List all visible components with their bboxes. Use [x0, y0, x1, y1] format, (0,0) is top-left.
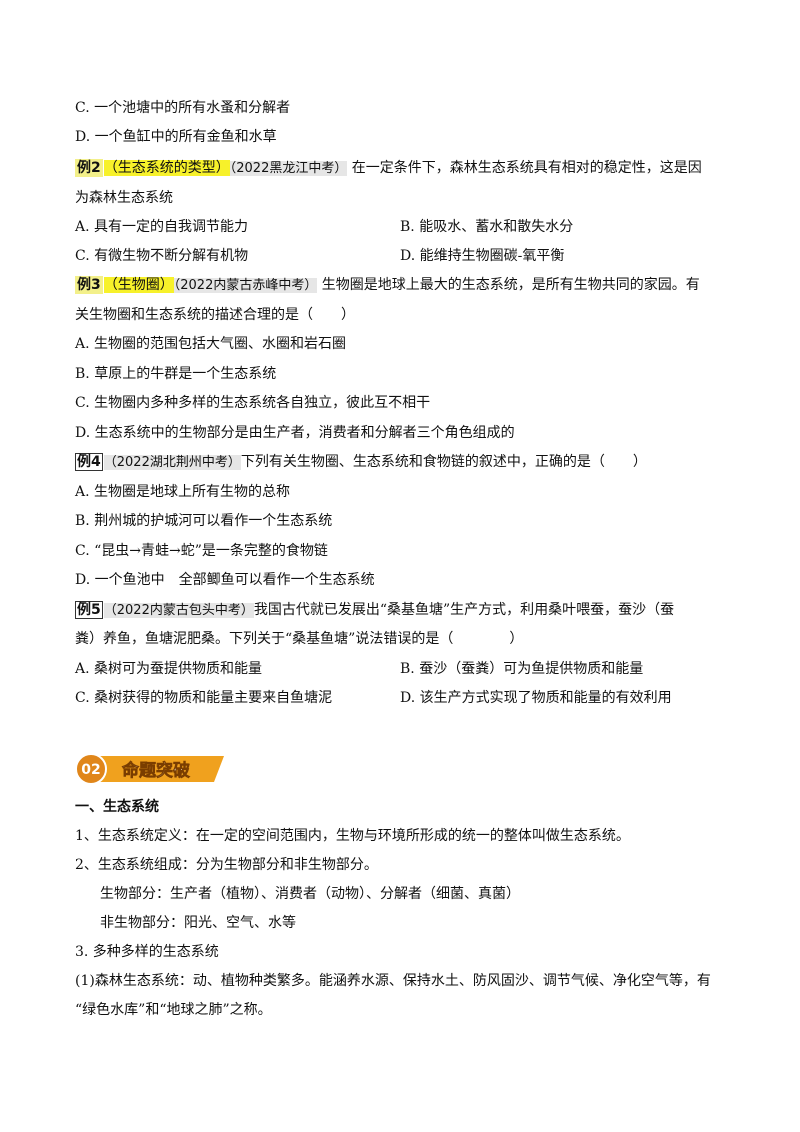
option-b: B. 荆州城的护城河可以看作一个生态系统: [75, 513, 333, 529]
option-d: D. 一个鱼缸中的所有金鱼和水草: [75, 129, 277, 145]
option-a: A. 桑树可为蚕提供物质和能量: [75, 661, 263, 677]
option-c: C. 一个池塘中的所有水蚤和分解者: [75, 100, 291, 116]
section-heading: 一、生态系统: [75, 799, 159, 815]
example-number: 例4: [75, 453, 103, 471]
paragraph: 生物部分：生产者（植物）、消费者（动物）、分解者（细菌、真菌）: [100, 886, 520, 902]
example-number: 例5: [75, 601, 103, 619]
option-a: A. 生物圈是地球上所有生物的总称: [75, 484, 291, 500]
question-text: 在一定条件下，森林生态系统具有相对的稳定性，这是因: [351, 160, 702, 176]
option-b: B. 能吸水、蓄水和散失水分: [400, 219, 574, 235]
example-2-stem-line2: 为森林生态系统: [75, 190, 173, 206]
option-a: A. 生物圈的范围包括大气圈、水圈和岩石圈: [75, 336, 347, 352]
paragraph: 非生物部分：阳光、空气、水等: [100, 915, 296, 931]
paragraph: “绿色水库”和“地球之肺”之称。: [75, 1002, 272, 1018]
example-3-stem-line1: 例3（生物圈）（2022内蒙古赤峰中考） 生物圈是地球上最大的生态系统，是所有生…: [75, 275, 700, 296]
section-banner: 02 命题突破: [74, 752, 234, 786]
source-tag: （2022内蒙古赤峰中考）: [173, 278, 318, 293]
example-5-stem-line2: 粪）养鱼，鱼塘泥肥桑。下列关于“桑基鱼塘”说法错误的是（ ）: [75, 631, 524, 647]
question-text: 下列有关生物圈、生态系统和食物链的叙述中，正确的是（ ）: [240, 454, 647, 470]
option-b: B. 蚕沙（蚕粪）可为鱼提供物质和能量: [400, 661, 644, 677]
question-text: 我国古代就已发展出“桑基鱼塘”生产方式，利用桑叶喂蚕，蚕沙（蚕: [253, 602, 675, 618]
topic-tag: （生态系统的类型）: [103, 160, 230, 176]
example-5-stem-line1: 例5（2022内蒙古包头中考）我国古代就已发展出“桑基鱼塘”生产方式，利用桑叶喂…: [75, 600, 674, 621]
source-tag: （2022黑龙江中考）: [229, 161, 348, 176]
banner-title: 命题突破: [121, 760, 190, 781]
question-text: 生物圈是地球上最大的生态系统，是所有生物共同的家园。有: [321, 277, 700, 293]
option-d: D. 该生产方式实现了物质和能量的有效利用: [400, 690, 672, 706]
paragraph: 3. 多种多样的生态系统: [75, 944, 219, 960]
option-c: C. 桑树获得的物质和能量主要来自鱼塘泥: [75, 690, 333, 706]
option-a: A. 具有一定的自我调节能力: [75, 219, 249, 235]
example-number: 例2: [75, 159, 103, 177]
paragraph: 2、生态系统组成：分为生物部分和非生物部分。: [75, 857, 378, 873]
option-d: D. 生态系统中的生物部分是由生产者，消费者和分解者三个角色组成的: [75, 425, 515, 441]
source-tag: （2022内蒙古包头中考）: [103, 603, 254, 618]
option-b: B. 草原上的牛群是一个生态系统: [75, 366, 277, 382]
option-c: C. “昆虫→青蛙→蛇”是一条完整的食物链: [75, 543, 328, 559]
paragraph: (1)森林生态系统：动、植物种类繁多。能涵养水源、保持水土、防风固沙、调节气候、…: [75, 973, 711, 989]
example-2-stem-line1: 例2（生态系统的类型）（2022黑龙江中考） 在一定条件下，森林生态系统具有相对…: [75, 158, 702, 179]
banner-graphic: 02 命题突破: [75, 753, 224, 785]
paragraph: 1、生态系统定义：在一定的空间范围内，生物与环境所形成的统一的整体叫做生态系统。: [75, 828, 630, 844]
topic-tag: （生物圈）: [103, 277, 174, 293]
example-number: 例3: [75, 276, 103, 294]
option-c: C. 生物圈内多种多样的生态系统各自独立，彼此互不相干: [75, 395, 431, 411]
example-4-stem-line1: 例4（2022湖北荆州中考）下列有关生物圈、生态系统和食物链的叙述中，正确的是（…: [75, 452, 647, 473]
banner-number: 02: [81, 762, 100, 778]
option-d: D. 一个鱼池中 全部鲫鱼可以看作一个生态系统: [75, 572, 375, 588]
option-d: D. 能维持生物圈碳-氧平衡: [400, 248, 565, 264]
source-tag: （2022湖北荆州中考）: [103, 455, 241, 470]
option-c: C. 有微生物不断分解有机物: [75, 248, 249, 264]
example-3-stem-line2: 关生物圈和生态系统的描述合理的是（ ）: [75, 307, 355, 323]
